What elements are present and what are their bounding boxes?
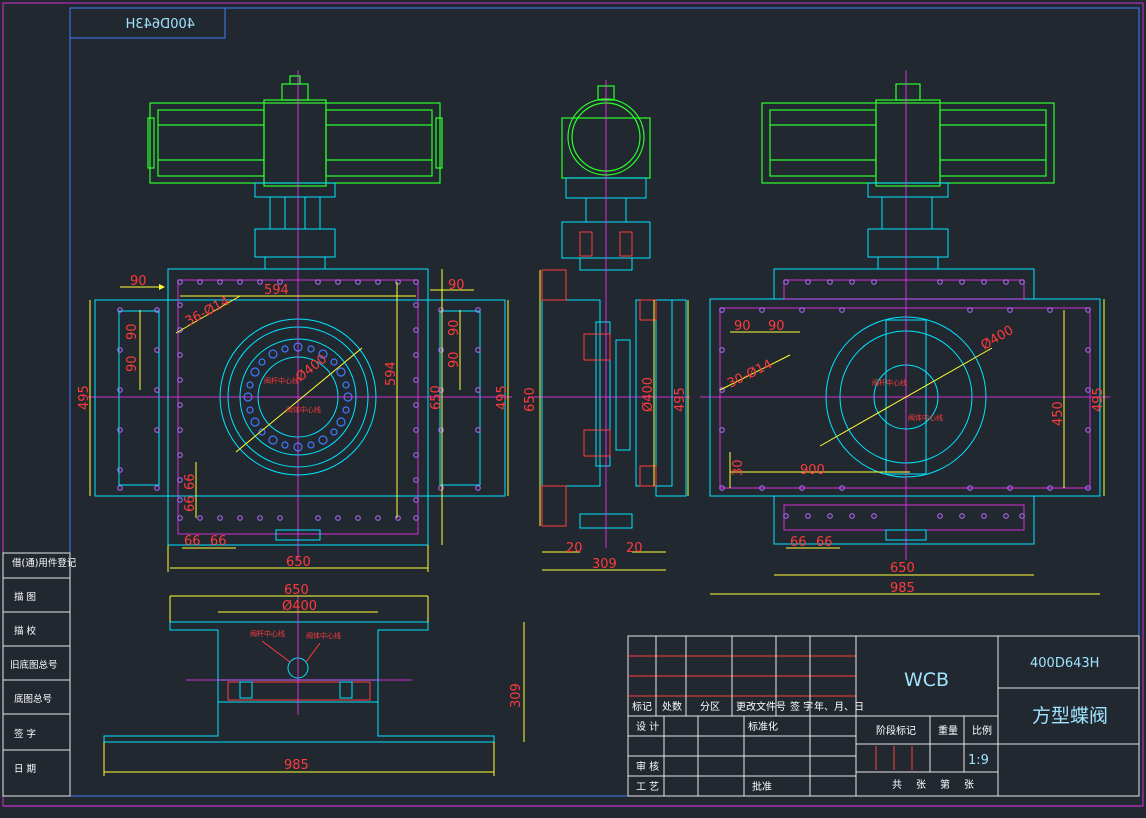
tb-code: 400D643H: [1030, 656, 1099, 671]
side-dim-h495: 495: [673, 387, 688, 412]
tb-row-2: 审 核: [636, 760, 659, 773]
sidebar-row-6: 日 期: [14, 764, 36, 775]
side-dim-lines: [539, 270, 689, 571]
tb-sheet-2: 第: [940, 778, 950, 791]
top-note-0: 阀杆中心线: [250, 629, 285, 638]
rear-dim-bottom-650: 650: [890, 561, 915, 576]
front-dim-right-495: 495: [495, 385, 510, 410]
sidebar-row-4: 底图总号: [14, 693, 52, 705]
side-dim-w309: 309: [592, 557, 617, 572]
rear-dim-bottom-985: 985: [890, 581, 915, 596]
side-dim-w20a: 20: [566, 541, 583, 556]
front-dim-right-90c: 90: [447, 351, 462, 368]
side-dim-dia400: Ø400: [641, 377, 656, 412]
top-note-1: 阀体中心线: [306, 631, 341, 640]
front-flange-bolts: [243, 342, 353, 452]
front-dim-lines: [89, 269, 509, 572]
rear-dim-h495: 495: [1091, 387, 1106, 412]
front-dim-bot-66a: 66: [184, 534, 201, 549]
rear-dim-w900: 900: [800, 463, 825, 478]
rear-note-1: 阀体中心线: [908, 413, 943, 422]
front-dim-holes: 36-Ø14: [183, 294, 232, 330]
side-view: 650 Ø400 495 20 20 309: [523, 80, 690, 572]
tb-header-3: 更改文件号: [736, 700, 786, 713]
side-dim-h650: 650: [523, 387, 538, 412]
front-dim-right-650: 650: [429, 385, 444, 410]
tb-row-4: 批准: [752, 780, 772, 793]
tb-stage-label: 阶段标记: [876, 724, 916, 737]
front-view: 阀杆中心线 阀体中心线 Ø400 90 594 36-Ø14 90 90 9: [77, 70, 512, 572]
sidebar-row-0: 借(通)用件登记: [12, 557, 77, 569]
front-bolt-holes: [117, 279, 481, 521]
tb-header-1: 处数: [662, 700, 682, 713]
sidebar-row-1: 描 图: [14, 591, 36, 603]
front-dim-left-495: 495: [77, 385, 92, 410]
rear-note-0: 阀杆中心线: [872, 378, 907, 387]
top-dim-h309: 309: [509, 683, 524, 708]
tb-header-4: 签 字: [790, 700, 813, 713]
mirrored-code: 400D643H: [126, 17, 195, 32]
front-note-0: 阀杆中心线: [264, 376, 299, 385]
front-dim-top-594: 594: [264, 283, 289, 298]
rear-actuator: [761, 83, 1055, 187]
tb-material: WCB: [904, 669, 949, 691]
front-dim-top-90: 90: [130, 274, 147, 289]
rear-dim-bot-66a: 66: [790, 535, 807, 550]
tb-header-5: 年、月、日: [814, 700, 864, 713]
rear-dim-h450: 450: [1051, 401, 1066, 426]
sidebar-row-2: 描 校: [14, 625, 37, 637]
front-dim-bot-66b: 66: [210, 534, 227, 549]
rear-dim-holes: 30-Ø14: [725, 357, 775, 392]
side-dim-w20b: 20: [626, 541, 643, 556]
top-dim-w650: 650: [284, 583, 309, 598]
tb-row-1: 标准化: [748, 720, 778, 733]
rear-dim-left-30: 30: [731, 459, 746, 476]
rear-bolt-holes: [719, 279, 1091, 519]
sidebar-strip: 借(通)用件登记 描 图 描 校 旧底图总号 底图总号 签 字 日 期: [2, 552, 77, 797]
tb-sheet-0: 共: [892, 779, 902, 791]
front-dim-right-90b: 90: [447, 319, 462, 336]
tb-header-0: 标记: [632, 701, 652, 713]
code-box: 400D643H: [69, 7, 226, 39]
tb-row-0: 设 计: [636, 720, 659, 733]
rear-dim-lines: [710, 299, 1105, 595]
front-dim-bottom-650: 650: [286, 555, 311, 570]
top-dim-lines: [103, 595, 525, 776]
front-dim-left-90b: 90: [125, 355, 140, 372]
tb-weight-label: 重量: [938, 724, 958, 737]
rear-dim-bot-66b: 66: [816, 535, 833, 550]
front-dim-left-66b: 66: [183, 495, 198, 512]
sidebar-row-5: 签 字: [14, 728, 36, 740]
tb-sheet-3: 张: [964, 779, 974, 791]
title-block: 标记 处数 分区 更改文件号 签 字 年、月、日 设 计 标准化 审 核 工 艺…: [627, 635, 1140, 797]
rear-dim-top-90a: 90: [734, 319, 751, 334]
front-dim-left-66a: 66: [183, 473, 198, 490]
tb-scale-label: 比例: [972, 724, 992, 737]
front-actuator: [147, 75, 443, 187]
tb-scale: 1:9: [968, 753, 989, 768]
front-dim-right-594: 594: [384, 361, 399, 386]
front-note-1: 阀体中心线: [286, 405, 321, 414]
front-dim-left-90a: 90: [125, 323, 140, 340]
top-view: 阀杆中心线 阀体中心线 650 Ø400 309 985: [103, 583, 525, 776]
tb-sheet-1: 张: [916, 779, 926, 791]
tb-header-2: 分区: [700, 701, 720, 713]
front-dim-right-90a: 90: [448, 278, 465, 293]
top-dim-w985: 985: [284, 758, 309, 773]
rear-dim-top-90b: 90: [768, 319, 785, 334]
tb-name: 方型蝶阀: [1032, 705, 1108, 727]
sidebar-row-3: 旧底图总号: [10, 659, 58, 671]
rear-view: 阀杆中心线 阀体中心线 90 90 30-Ø14 Ø400 450 495 30: [700, 70, 1110, 596]
rear-dim-dia400: Ø400: [979, 323, 1017, 354]
tb-row-3: 工 艺: [636, 781, 659, 793]
top-dim-dia400: Ø400: [282, 599, 317, 614]
